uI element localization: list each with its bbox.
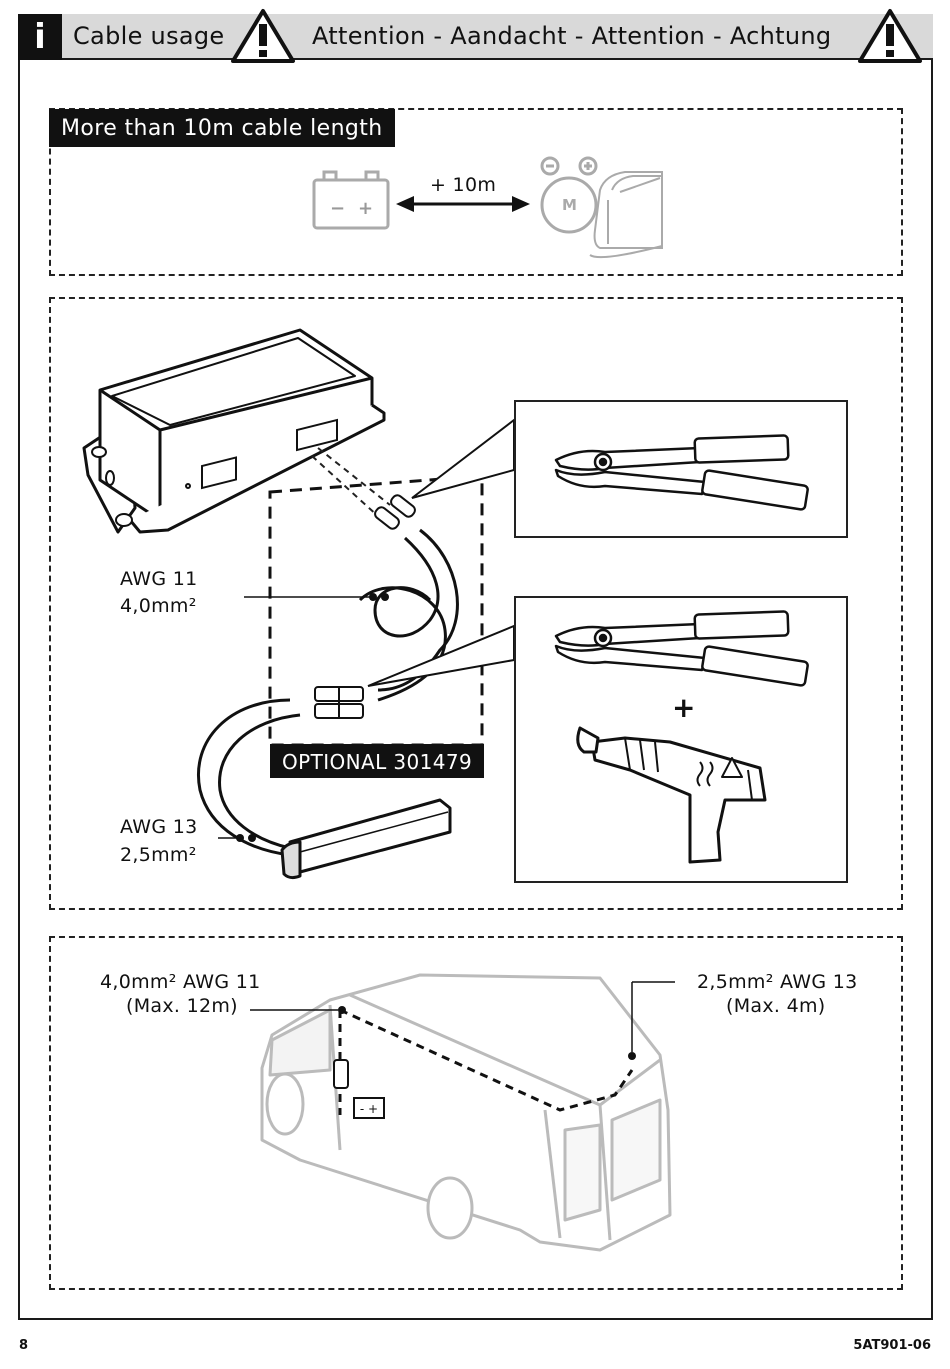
right-cable-spec: 2,5mm² AWG 13	[697, 969, 857, 996]
document-code: 5AT901-06	[853, 1338, 931, 1353]
page-number: 8	[19, 1338, 28, 1353]
svg-text:- +: - +	[360, 1102, 378, 1116]
right-cable-max: (Max. 4m)	[726, 993, 825, 1020]
left-cable-max: (Max. 12m)	[126, 993, 238, 1020]
left-cable-spec: 4,0mm² AWG 11	[100, 969, 260, 996]
